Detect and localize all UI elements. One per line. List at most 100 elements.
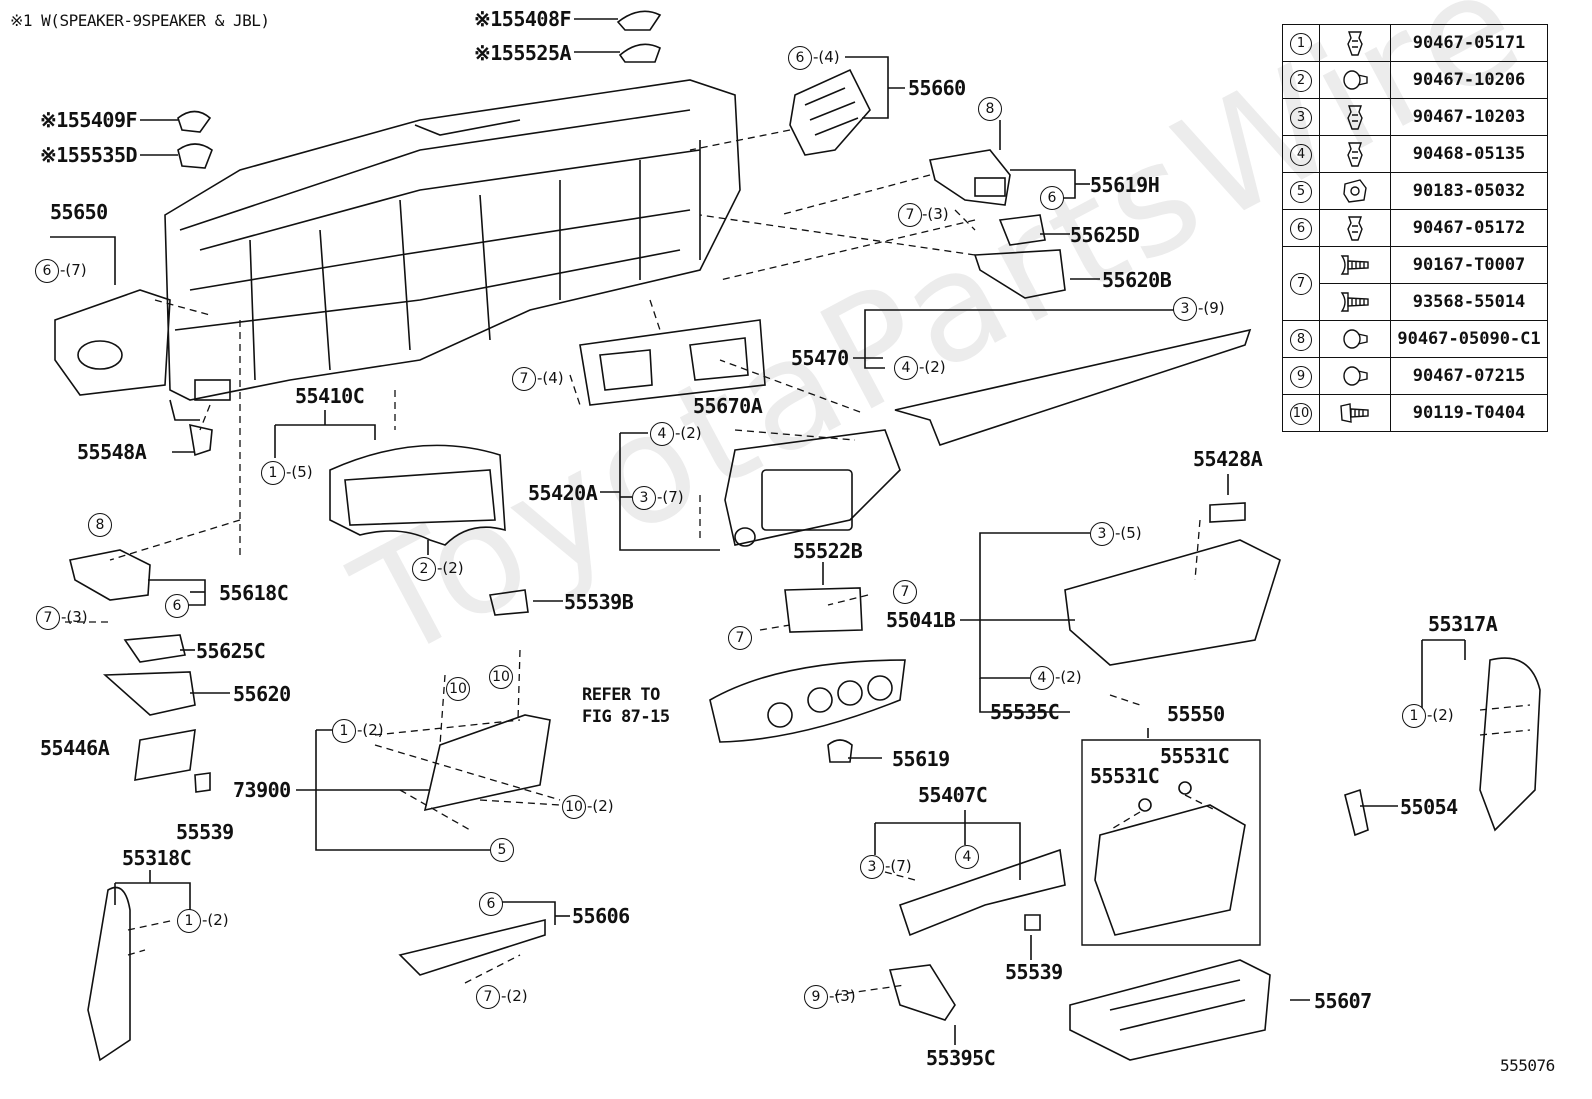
- fastener-callout: 6: [788, 46, 812, 70]
- fastener-qty: -(7): [885, 857, 912, 875]
- part-label: 55539: [176, 820, 234, 844]
- leader-lines: [50, 18, 1466, 1045]
- fastener-number: 7: [1290, 273, 1312, 295]
- fastener-callout: 4: [955, 845, 979, 869]
- part-outlines: [54, 10, 1541, 1062]
- fastener-callout: 4: [650, 422, 674, 446]
- fastener-number: 2: [1290, 69, 1312, 92]
- fastener-qty: -(5): [286, 463, 313, 481]
- fastener-callout: 1: [332, 719, 356, 743]
- fastener-qty: -(3): [922, 205, 949, 223]
- fastener-number: 9: [1290, 365, 1312, 388]
- fastener-row: 9 90467-07215: [1282, 357, 1548, 395]
- figure-id: 555076: [1500, 1056, 1555, 1075]
- fastener-part-number: 90468-05135: [1390, 135, 1548, 173]
- bolt-icon: [1319, 394, 1391, 432]
- fastener-callout: 3: [1173, 297, 1197, 321]
- fastener-callout: 6: [165, 594, 189, 618]
- fastener-callout: 7: [898, 203, 922, 227]
- fastener-qty: -(2): [202, 911, 229, 929]
- clip-icon: [1319, 98, 1391, 136]
- fastener-row: 2 90467-10206: [1282, 61, 1548, 99]
- fastener-callout: 1: [177, 909, 201, 933]
- part-label: 55317A: [1428, 612, 1498, 636]
- fastener-qty: -(3): [61, 608, 88, 626]
- fastener-callout: 5: [490, 838, 514, 862]
- fastener-number: 10: [1290, 402, 1312, 425]
- fastener-callout: 7: [512, 367, 536, 391]
- fastener-number: 4: [1290, 143, 1312, 166]
- fastener-number-cell: 6: [1282, 209, 1320, 247]
- fastener-callout: 9: [804, 985, 828, 1009]
- part-label: 55660: [908, 76, 966, 100]
- dashed-guides: [65, 129, 1531, 996]
- part-label: 55531C: [1090, 764, 1160, 788]
- part-label: 55548A: [77, 440, 147, 464]
- screw-icon: [1319, 246, 1391, 284]
- fastener-qty: -(2): [675, 424, 702, 442]
- refer-line-2: FIG 87-15: [582, 707, 670, 727]
- fastener-part-number: 90183-05032: [1390, 172, 1548, 210]
- fastener-row: 4 90468-05135: [1282, 135, 1548, 173]
- part-label: 55420A: [528, 481, 598, 505]
- fastener-qty: -(2): [501, 987, 528, 1005]
- part-label: 55470: [791, 346, 849, 370]
- fastener-part-number: 90467-10206: [1390, 61, 1548, 99]
- fastener-part-number: 90467-05171: [1390, 24, 1548, 62]
- fastener-callout: 7: [36, 606, 60, 630]
- instrument-panel: [164, 79, 741, 421]
- fastener-callout: 10: [562, 795, 586, 819]
- part-label: 55670A: [693, 394, 763, 418]
- fastener-number: 3: [1290, 106, 1312, 129]
- part-label: 55531C: [1160, 744, 1230, 768]
- fastener-callout: 3: [1090, 522, 1114, 546]
- fastener-number: 1: [1290, 32, 1312, 55]
- fastener-qty: -(5): [1115, 524, 1142, 542]
- push-rivet-icon: [1319, 357, 1391, 395]
- fastener-callout: 7: [476, 985, 500, 1009]
- part-label: 55318C: [122, 846, 192, 870]
- fastener-part-number: 90467-05172: [1390, 209, 1548, 247]
- fastener-qty: -(2): [587, 797, 614, 815]
- part-label: 55428A: [1193, 447, 1263, 471]
- part-label: 55446A: [40, 736, 110, 760]
- fastener-qty: -(7): [60, 261, 87, 279]
- part-label: 55539B: [564, 590, 634, 614]
- fastener-row: 1 90467-05171: [1282, 24, 1548, 62]
- part-label: 55625D: [1070, 223, 1140, 247]
- fastener-row: 5 90183-05032: [1282, 172, 1548, 210]
- fastener-number-cell: 3: [1282, 98, 1320, 136]
- fastener-qty: -(9): [1198, 299, 1225, 317]
- fastener-part-number: 90467-07215: [1390, 357, 1548, 395]
- part-label: ※155408F: [474, 7, 572, 31]
- fastener-qty: -(2): [437, 559, 464, 577]
- fastener-number: 5: [1290, 180, 1312, 203]
- fastener-callout: 1: [1402, 704, 1426, 728]
- part-label: 55606: [572, 904, 630, 928]
- fastener-number-cell: 2: [1282, 61, 1320, 99]
- fastener-callout: 10: [489, 665, 513, 689]
- fastener-callout: 7: [893, 580, 917, 604]
- part-label: 55625C: [196, 639, 266, 663]
- fastener-number: 6: [1290, 217, 1312, 240]
- part-label: 55395C: [926, 1046, 996, 1070]
- screw-icon: [1319, 283, 1391, 321]
- fastener-number-cell: 1: [1282, 24, 1320, 62]
- fastener-number-cell: 9: [1282, 357, 1320, 395]
- part-label: 55550: [1167, 702, 1225, 726]
- part-label: ※155525A: [474, 41, 572, 65]
- fastener-callout: 2: [412, 557, 436, 581]
- part-label: 55607: [1314, 989, 1372, 1013]
- fastener-number-cell: 4: [1282, 135, 1320, 173]
- fastener-callout: 4: [894, 356, 918, 380]
- fastener-qty: -(2): [1055, 668, 1082, 686]
- part-label: 55619H: [1090, 173, 1160, 197]
- fastener-part-number: 90467-05090-C1: [1390, 320, 1548, 358]
- note-text: ※1 W(SPEAKER-9SPEAKER & JBL): [10, 11, 270, 30]
- fastener-callout: 7: [728, 626, 752, 650]
